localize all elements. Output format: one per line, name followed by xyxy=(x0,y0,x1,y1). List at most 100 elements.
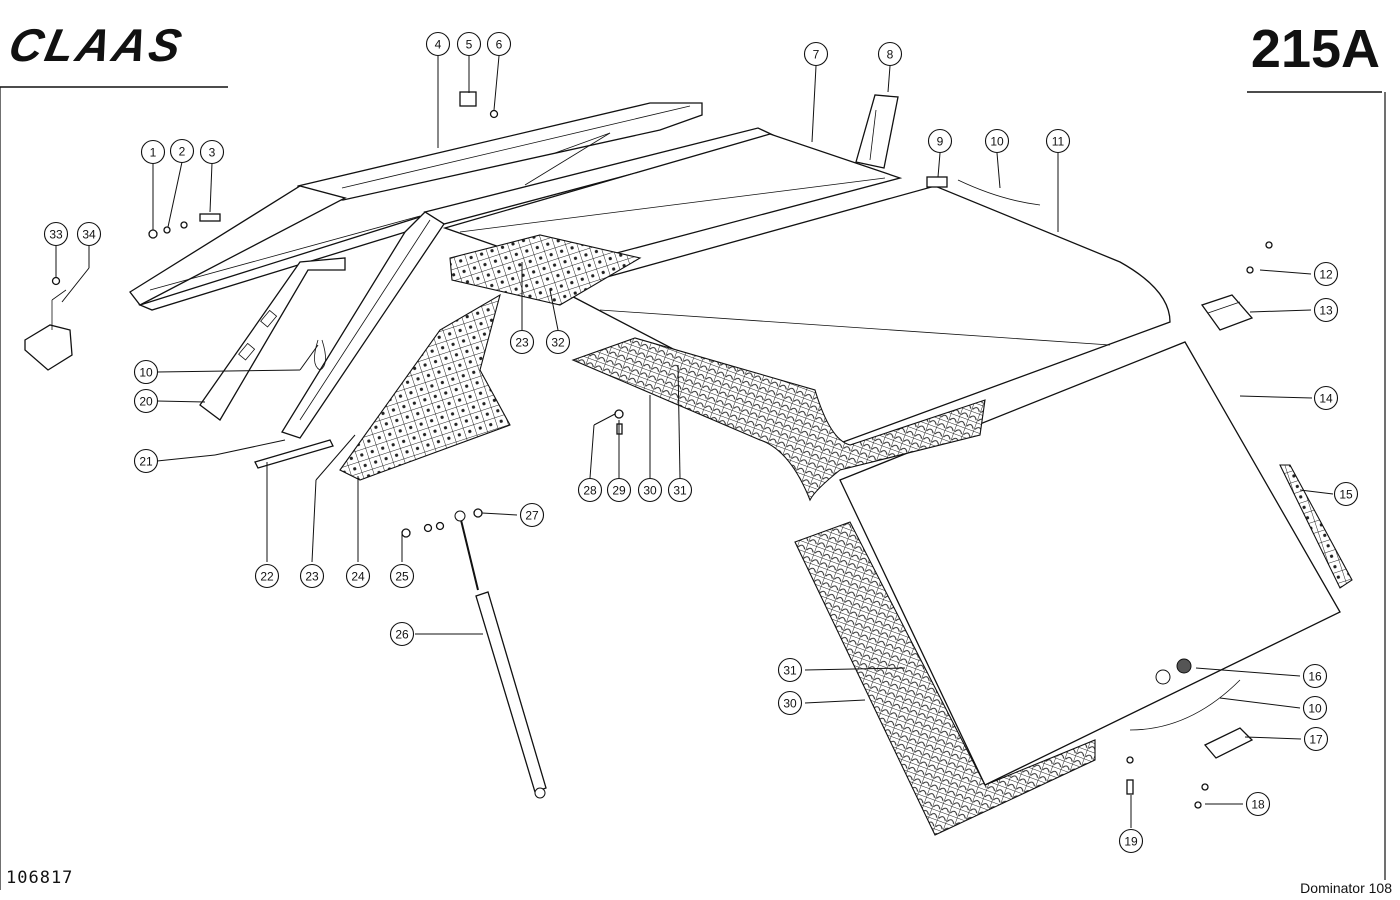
callout-number: 23 xyxy=(305,570,319,584)
callout-number: 14 xyxy=(1319,392,1333,406)
callout-number: 12 xyxy=(1319,268,1333,282)
callout-circle xyxy=(984,128,1010,154)
callout-circle xyxy=(43,221,69,247)
callout-circle xyxy=(425,31,451,57)
callout-number: 21 xyxy=(139,455,153,469)
callout-number: 30 xyxy=(783,697,797,711)
callout-2: 2 xyxy=(169,138,195,164)
callout-circle xyxy=(1045,128,1071,154)
callout-number: 25 xyxy=(395,570,409,584)
callout-6: 6 xyxy=(486,31,512,57)
callout-number: 17 xyxy=(1309,733,1323,747)
mesh-screen-lower xyxy=(794,521,1096,836)
callout-number: 29 xyxy=(612,484,626,498)
callout-23: 23 xyxy=(299,563,325,589)
callout-number: 7 xyxy=(813,48,820,62)
callout-circle xyxy=(389,621,415,647)
frame-lines xyxy=(0,86,1386,890)
callout-number: 15 xyxy=(1339,488,1353,502)
callout-12: 12 xyxy=(1313,261,1339,287)
callout-28: 28 xyxy=(577,477,603,503)
callout-circle xyxy=(1313,261,1339,287)
side-panel xyxy=(839,341,1341,786)
callout-circle xyxy=(606,477,632,503)
callout-circle xyxy=(1333,481,1359,507)
safety-cable-top xyxy=(957,179,1041,206)
callout-circle xyxy=(254,563,280,589)
callout-circle xyxy=(637,477,663,503)
callout-number: 6 xyxy=(496,38,503,52)
callout-29: 29 xyxy=(606,477,632,503)
part-drawings xyxy=(24,91,1353,836)
callout-25: 25 xyxy=(389,563,415,589)
callout-31: 31 xyxy=(777,657,803,683)
page-code: 215A xyxy=(1250,19,1380,79)
callout-circle xyxy=(803,41,829,67)
mesh-side-strip xyxy=(1279,464,1353,589)
callout-10: 10 xyxy=(1302,695,1328,721)
callout-number: 27 xyxy=(525,509,539,523)
callout-circle xyxy=(1302,663,1328,689)
callout-23: 23 xyxy=(509,329,535,355)
callout-20: 20 xyxy=(133,388,159,414)
callout-number: 8 xyxy=(887,48,894,62)
callout-22: 22 xyxy=(254,563,280,589)
callout-7: 7 xyxy=(803,41,829,67)
callout-14: 14 xyxy=(1313,385,1339,411)
callout-number: 32 xyxy=(551,336,565,350)
callout-circle xyxy=(169,138,195,164)
callout-number: 1 xyxy=(150,146,157,160)
callout-circle xyxy=(76,221,102,247)
leader-lines xyxy=(55,55,1334,828)
callout-number: 31 xyxy=(783,664,797,678)
callout-circle xyxy=(133,388,159,414)
callout-circle xyxy=(486,31,512,57)
hinge xyxy=(1200,294,1254,331)
callout-circle xyxy=(667,477,693,503)
mesh-strip-upper xyxy=(449,234,642,306)
z-bracket xyxy=(24,289,73,371)
callout-circle xyxy=(199,139,225,165)
callout-13: 13 xyxy=(1313,297,1339,323)
callout-33: 33 xyxy=(43,221,69,247)
callout-number: 4 xyxy=(435,38,442,52)
callout-3: 3 xyxy=(199,139,225,165)
document-number: 106817 xyxy=(6,868,74,888)
callout-number: 34 xyxy=(82,228,96,242)
callout-number: 16 xyxy=(1308,670,1322,684)
callout-15: 15 xyxy=(1333,481,1359,507)
callout-30: 30 xyxy=(637,477,663,503)
callout-8: 8 xyxy=(877,41,903,67)
safety-cable-left xyxy=(314,339,326,371)
callout-10: 10 xyxy=(984,128,1010,154)
mesh-screen-left xyxy=(339,293,511,481)
angle-bracket xyxy=(199,257,346,421)
left-brace-frame xyxy=(129,185,440,311)
callout-circle xyxy=(927,128,953,154)
callout-number: 28 xyxy=(583,484,597,498)
callout-circle xyxy=(389,563,415,589)
callout-circle xyxy=(1313,385,1339,411)
callout-21: 21 xyxy=(133,448,159,474)
callout-32: 32 xyxy=(545,329,571,355)
callout-number: 13 xyxy=(1319,304,1333,318)
callout-31: 31 xyxy=(667,477,693,503)
callout-4: 4 xyxy=(425,31,451,57)
callout-11: 11 xyxy=(1045,128,1071,154)
gas-strut xyxy=(454,510,547,799)
callout-circle xyxy=(545,329,571,355)
callout-circle xyxy=(777,657,803,683)
callout-19: 19 xyxy=(1118,828,1144,854)
callout-circle xyxy=(877,41,903,67)
callout-circle xyxy=(456,31,482,57)
callout-circle xyxy=(299,563,325,589)
callout-number: 23 xyxy=(515,336,529,350)
callout-number: 9 xyxy=(937,135,944,149)
callout-number: 10 xyxy=(990,135,1004,149)
callout-number: 18 xyxy=(1251,798,1265,812)
callout-number: 20 xyxy=(139,395,153,409)
callout-number: 22 xyxy=(260,570,274,584)
callout-34: 34 xyxy=(76,221,102,247)
